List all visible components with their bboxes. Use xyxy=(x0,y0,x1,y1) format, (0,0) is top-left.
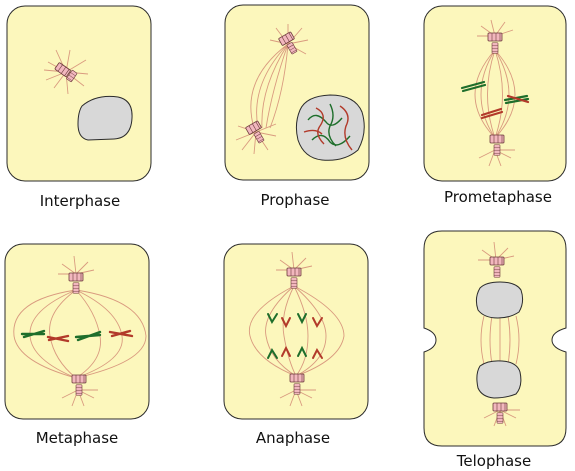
metaphase-spindle xyxy=(13,255,147,407)
prophase-chromatin xyxy=(303,103,353,151)
telophase-nucleus-top xyxy=(475,281,524,319)
label-metaphase: Metaphase xyxy=(36,429,119,447)
label-prometaphase: Prometaphase xyxy=(444,188,552,206)
prometaphase-spindle xyxy=(474,19,516,167)
metaphase-cell xyxy=(4,243,150,420)
label-prophase: Prophase xyxy=(260,191,329,209)
telophase-nucleus-bottom xyxy=(476,360,522,399)
telophase-cell xyxy=(423,230,567,447)
metaphase-chromosomes xyxy=(20,329,134,343)
anaphase-cell xyxy=(223,243,369,420)
prophase-cell xyxy=(224,4,370,181)
anaphase-spindle xyxy=(248,251,345,407)
anaphase-chromosomes xyxy=(267,313,323,359)
prometaphase-chromosomes xyxy=(460,80,530,120)
interphase-nucleus xyxy=(77,95,133,141)
label-anaphase: Anaphase xyxy=(256,429,330,447)
label-interphase: Interphase xyxy=(40,192,120,210)
prometaphase-cell xyxy=(423,5,567,182)
label-telophase: Telophase xyxy=(456,452,531,470)
interphase-cell xyxy=(6,5,152,182)
